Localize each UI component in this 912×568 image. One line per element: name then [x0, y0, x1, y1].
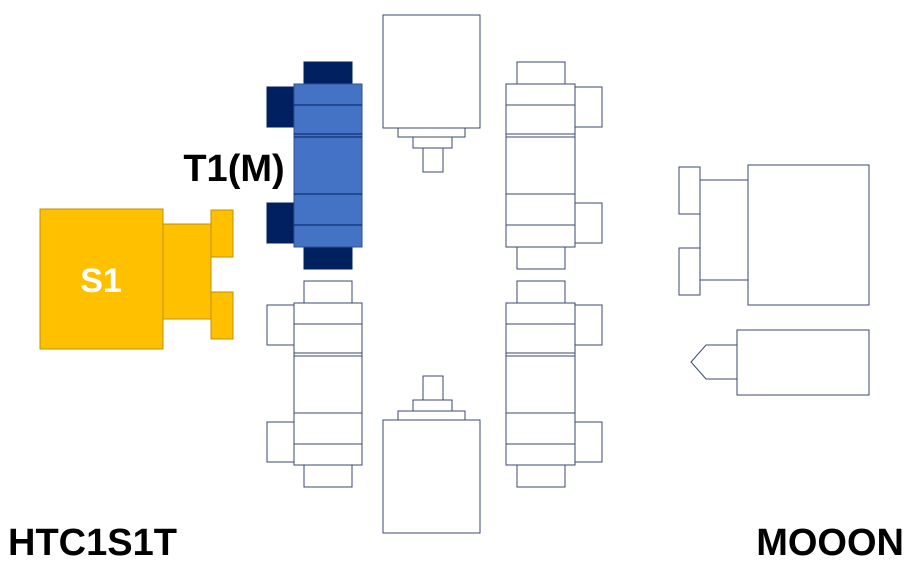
tailstock-right [690, 329, 870, 396]
mode-caption: MOOON [756, 522, 904, 564]
spindle-s1-label: S1 [80, 262, 122, 300]
t1-top-cap [303, 61, 353, 85]
drill-station-top [382, 14, 481, 173]
machine-model-caption: HTC1S1T [8, 522, 177, 564]
tool-station-bottom-left [266, 280, 363, 488]
tool-station-t1 [266, 61, 363, 270]
tool-station-top-right [505, 61, 603, 270]
drill-station-bottom [382, 375, 481, 534]
t1-clamp-bottom [266, 202, 295, 244]
spindle-s1-neck [162, 223, 212, 320]
spindle-s1-jaw-top [210, 209, 234, 258]
t1-holder-body [293, 83, 363, 248]
spindle-s1-jaw-bottom [210, 291, 234, 340]
spindle-s1: S1 [39, 208, 234, 350]
spindle-s1-body [39, 208, 164, 350]
t1-bottom-cap [303, 246, 353, 270]
sub-spindle-right [678, 164, 870, 306]
tool-station-t1-label: T1(M) [183, 148, 284, 190]
tool-station-bottom-right [505, 280, 603, 488]
t1-clamp-top [266, 86, 295, 128]
